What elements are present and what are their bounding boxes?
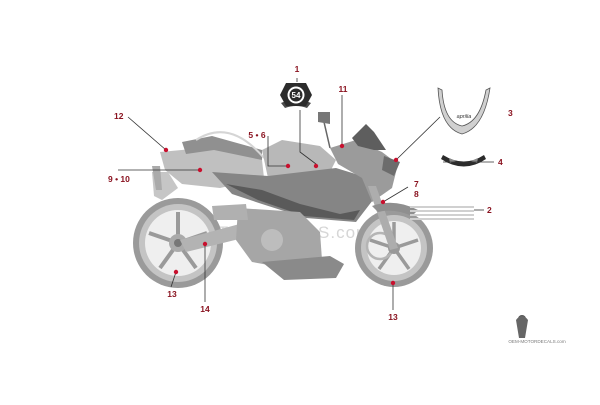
belly-pan [262, 256, 344, 280]
mirror-stem [323, 121, 331, 149]
rider-seat [182, 136, 262, 160]
callout-3: 3 [508, 108, 513, 118]
callout-8: 8 [414, 189, 419, 199]
callout-4: 4 [498, 157, 503, 167]
marker-1 [313, 163, 319, 169]
marker-11 [339, 143, 345, 149]
callout-13-rear: 13 [167, 289, 177, 299]
callout-14: 14 [200, 304, 210, 314]
brand-text: OEM-MOTORDECALS.com [508, 339, 566, 344]
callout-11: 11 [339, 84, 348, 94]
callout-13-front: 13 [388, 312, 398, 322]
marker-3 [393, 157, 399, 163]
marker-dots [163, 143, 399, 286]
chevron-decal-4 [441, 155, 486, 167]
motorcycle-illustration [133, 112, 433, 288]
callout-9-10: 9 • 10 [108, 174, 130, 184]
engine-cover [261, 229, 283, 251]
front-fender [372, 202, 418, 216]
marker-14 [202, 241, 208, 247]
tail-decal-text: aprilia [457, 114, 472, 120]
marker-12 [163, 147, 169, 153]
fuel-tank [262, 140, 336, 178]
front-fairing [330, 140, 398, 202]
side-fairing [212, 168, 376, 222]
callout-5-6: 5 • 6 [248, 130, 265, 140]
marker-13-rear [173, 269, 179, 275]
marker-9-10 [197, 167, 203, 173]
leader-lines [118, 78, 494, 310]
brand-logo: OEM-MOTORDECALS.com [508, 315, 566, 344]
tail-decal-3: aprilia [437, 87, 491, 135]
windscreen [352, 124, 386, 150]
marker-5-6 [285, 163, 291, 169]
badge-decal-1: 54 [280, 83, 312, 108]
brand-mascot-icon [516, 315, 528, 338]
rear-wheel [133, 198, 223, 288]
mirror [318, 112, 330, 124]
license-bracket [152, 166, 162, 190]
callout-1: 1 [295, 64, 300, 74]
marker-7-8 [380, 199, 386, 205]
badge-number: 54 [292, 91, 301, 100]
callout-2: 2 [487, 205, 492, 215]
stripe-decal-2 [410, 206, 474, 220]
exhaust [212, 204, 248, 220]
callout-12: 12 [114, 111, 124, 121]
fairing-graphic [226, 184, 360, 220]
callout-7: 7 [414, 179, 419, 189]
marker-13-front [390, 280, 396, 286]
grab-rail [195, 131, 265, 159]
callout-labels: 1 2 3 4 5 • 6 7 8 9 • 10 11 12 13 14 13 [108, 64, 513, 322]
front-fork [368, 186, 398, 250]
